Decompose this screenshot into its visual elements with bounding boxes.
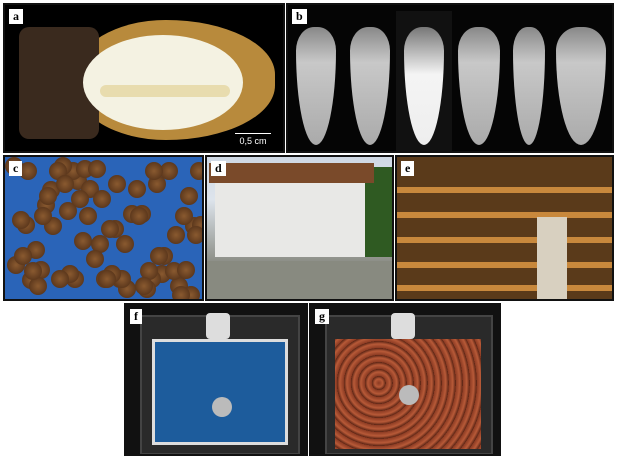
panel-f-germination-box-sand: f <box>124 303 308 456</box>
pine-cone <box>98 270 116 288</box>
pine-cone <box>74 232 92 250</box>
pine-cone <box>29 277 47 295</box>
ground <box>207 261 392 299</box>
pine-cone <box>150 247 168 265</box>
pine-cone <box>192 216 202 234</box>
pine-cone <box>39 187 57 205</box>
xray-seed <box>556 27 606 145</box>
pine-cone <box>187 226 202 244</box>
pine-cone <box>116 235 134 253</box>
pine-cone <box>108 175 126 193</box>
pine-cone <box>79 207 97 225</box>
pine-cone <box>190 162 202 180</box>
panel-a-seed-cross-section: a 0,5 cm <box>3 3 285 153</box>
pine-cone <box>19 162 37 180</box>
panel-label: e <box>401 161 415 176</box>
pine-cone <box>145 162 163 180</box>
pine-cone <box>14 247 32 265</box>
pine-cone <box>91 235 109 253</box>
blue-substrate <box>152 339 288 445</box>
embryo <box>100 85 230 97</box>
panel-e-storage-shelves: e <box>395 155 614 301</box>
pine-cone <box>88 160 106 178</box>
xray-seed <box>350 27 390 145</box>
panel-label: a <box>9 9 23 24</box>
pine-cone <box>128 180 146 198</box>
pine-cone <box>93 190 111 208</box>
pine-cone <box>34 207 52 225</box>
panel-label: d <box>211 161 226 176</box>
panel-d-building: d <box>205 155 394 301</box>
roof <box>209 163 374 183</box>
pine-cone <box>160 162 178 180</box>
scale-bar: 0,5 cm <box>235 133 271 146</box>
pine-cone <box>51 270 69 288</box>
pine-cone <box>130 207 148 225</box>
sensor <box>391 313 415 339</box>
panel-label: c <box>9 161 23 176</box>
pine-cone <box>175 207 193 225</box>
pine-cone <box>59 202 77 220</box>
pine-cone <box>86 250 104 268</box>
panel-b-xray-seeds: b <box>286 3 614 153</box>
panel-label: g <box>315 309 329 324</box>
xray-seed <box>513 27 545 145</box>
pine-cone <box>172 286 190 299</box>
pine-cone <box>140 262 158 280</box>
sensor <box>206 313 230 339</box>
pine-cone <box>177 261 195 279</box>
panel-label: b <box>292 9 307 24</box>
endosperm <box>83 35 243 130</box>
pine-cone <box>167 226 185 244</box>
cup <box>399 385 419 405</box>
pine-cone <box>71 190 89 208</box>
panel-c-pine-cones: c <box>3 155 204 301</box>
xray-seed <box>458 27 500 145</box>
building <box>215 179 365 257</box>
pine-cone <box>56 175 74 193</box>
cup <box>212 397 232 417</box>
panel-label: f <box>130 309 142 324</box>
xray-seed <box>296 27 336 145</box>
panel-g-germination-box-seeds: g <box>309 303 501 456</box>
box <box>325 315 493 454</box>
pine-cone <box>180 187 198 205</box>
pine-cone <box>24 262 42 280</box>
pine-cone <box>101 220 119 238</box>
pine-cone <box>135 277 153 295</box>
pine-cone <box>12 211 30 229</box>
